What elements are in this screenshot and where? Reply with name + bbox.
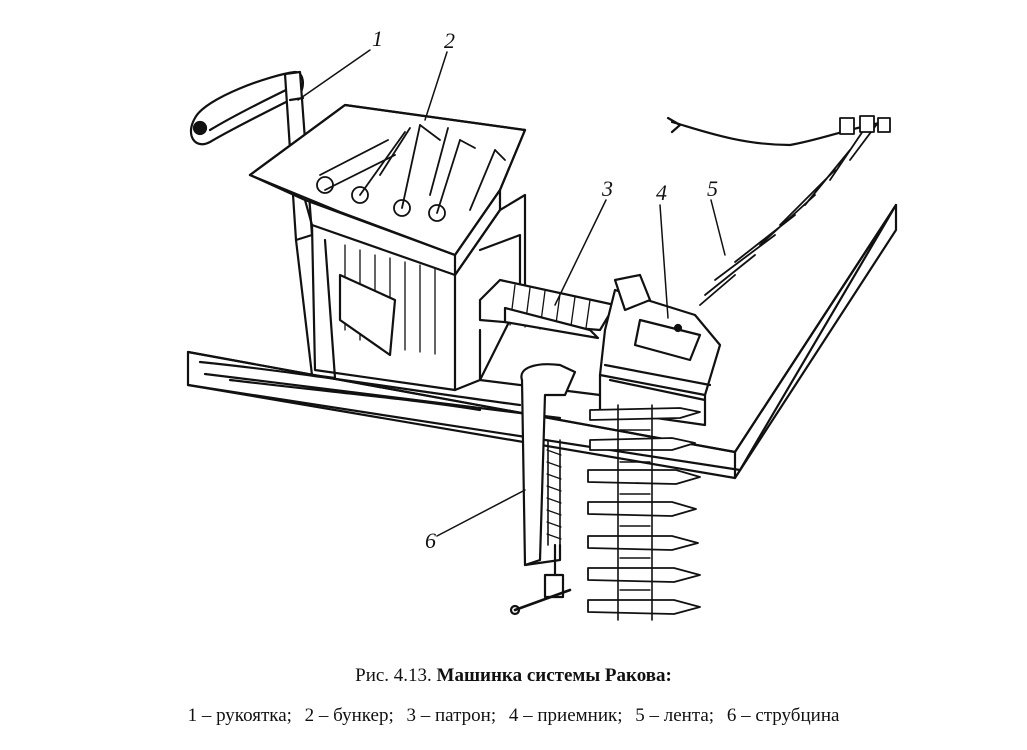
- cartridge-3: [503, 306, 600, 340]
- figure-number: Рис. 4.13.: [355, 665, 432, 686]
- table-top: [186, 203, 898, 480]
- callout-4: 4: [656, 180, 667, 205]
- legend-item-1: 1 – рукоятка;: [187, 705, 292, 726]
- belt: [587, 115, 891, 621]
- callout-1: 1: [372, 26, 383, 51]
- legend-item-3: 3 – патрон;: [406, 705, 497, 726]
- machine-body: [294, 193, 527, 392]
- leader-lines: [297, 49, 726, 537]
- callout-6: 6: [425, 528, 436, 553]
- clamp: [509, 363, 577, 616]
- legend-item-4: 4 – приемник;: [508, 705, 623, 726]
- receiver: [598, 273, 722, 427]
- callout-5: 5: [707, 176, 718, 201]
- callout-3: 3: [601, 176, 613, 201]
- figure-legend: 1 – рукоятка; 2 – бункер; 3 – патрон; 4 …: [0, 703, 1027, 729]
- figure-title: Машинка системы Ракова:: [436, 665, 672, 686]
- legend-item-6: 6 – струбцина: [726, 705, 840, 726]
- legend-item-5: 5 – лента;: [635, 705, 715, 726]
- machine-illustration: 1 2 3 4 5 6: [186, 26, 898, 621]
- figure-caption: Рис. 4.13. Машинка системы Ракова:: [0, 664, 1027, 688]
- legend-item-2: 2 – бункер;: [304, 705, 394, 726]
- callout-2: 2: [444, 28, 455, 53]
